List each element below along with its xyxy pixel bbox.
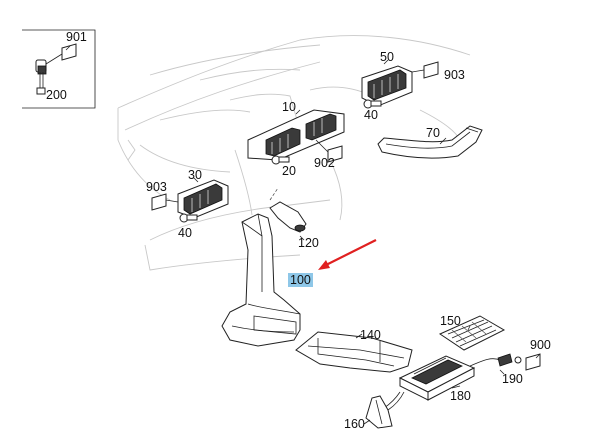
- part-120-duct: [269, 187, 307, 233]
- part-100-duct: [221, 213, 301, 347]
- callout-70[interactable]: 70: [426, 126, 440, 140]
- callout-903-top[interactable]: 903: [444, 68, 465, 82]
- callout-100-highlighted[interactable]: 100: [288, 273, 313, 287]
- part-902-clip: [315, 139, 343, 163]
- callout-140[interactable]: 140: [360, 328, 381, 342]
- callout-30[interactable]: 30: [188, 168, 202, 182]
- callout-180[interactable]: 180: [450, 389, 471, 403]
- callout-50[interactable]: 50: [380, 50, 394, 64]
- part-160-bracket: [365, 395, 393, 429]
- part-190-harness: [469, 353, 522, 367]
- leader-lines: [65, 45, 541, 425]
- part-150-module: [438, 315, 506, 351]
- part-40-screw-left: [179, 213, 198, 223]
- callout-901[interactable]: 901: [66, 30, 87, 44]
- highlight-arrow: [318, 239, 377, 270]
- part-180-control-unit: [398, 355, 476, 401]
- callout-160[interactable]: 160: [344, 417, 365, 431]
- callout-150[interactable]: 150: [440, 314, 461, 328]
- callout-10[interactable]: 10: [282, 100, 296, 114]
- part-200-sensor: [35, 59, 47, 95]
- part-10-center-vents: [247, 109, 345, 161]
- part-903-clip-left: [151, 193, 179, 211]
- part-903-clip-top: [411, 61, 439, 79]
- callout-900[interactable]: 900: [530, 338, 551, 352]
- part-40-screw-top: [363, 99, 382, 109]
- part-140-duct: [295, 331, 413, 373]
- callout-902[interactable]: 902: [314, 156, 335, 170]
- callout-20[interactable]: 20: [282, 164, 296, 178]
- part-30-vent: [177, 179, 229, 219]
- callout-190[interactable]: 190: [502, 372, 523, 386]
- inset-box: [22, 29, 96, 109]
- callout-40-left[interactable]: 40: [178, 226, 192, 240]
- callout-200[interactable]: 200: [46, 88, 67, 102]
- part-50-vent: [361, 65, 413, 107]
- part-70-duct: [377, 125, 483, 159]
- callout-40-top[interactable]: 40: [364, 108, 378, 122]
- callout-120[interactable]: 120: [298, 236, 319, 250]
- part-901-connector: [45, 43, 77, 65]
- callout-903-left[interactable]: 903: [146, 180, 167, 194]
- part-20-screw: [271, 155, 290, 165]
